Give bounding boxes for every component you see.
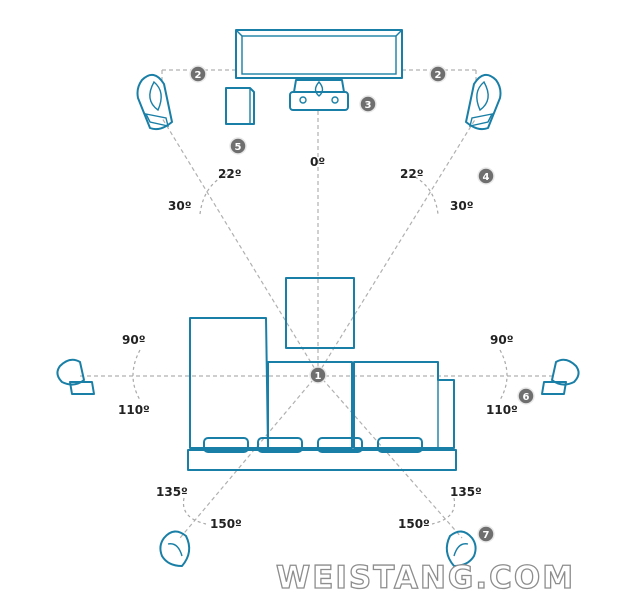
badge-front-right-label: 2 [435, 70, 442, 81]
rear-right-speaker [445, 530, 477, 567]
sofa [187, 317, 457, 471]
badge-surround: 6 [517, 387, 535, 405]
angle-label-side-right-top: 90º [490, 333, 514, 347]
badge-rear-label: 7 [483, 530, 490, 541]
arc-rear-left [182, 497, 207, 525]
badge-subwoofer-label: 5 [235, 142, 242, 153]
angle-label-side-left-bottom: 110º [118, 403, 150, 417]
angle-label-front-center: 0º [310, 155, 325, 169]
badge-front-left-label: 2 [195, 70, 202, 81]
angle-label-side-left-top: 90º [122, 333, 146, 347]
guide-front-right [317, 117, 477, 375]
center-speaker [289, 79, 349, 111]
badge-front-angle-marker: 4 [477, 167, 495, 185]
angle-label-rear-left-bottom: 150º [210, 517, 242, 531]
badge-listening-position: 1 [309, 366, 327, 384]
badge-center-label: 3 [365, 100, 372, 111]
front-left-speaker [136, 73, 173, 131]
angle-label-side-right-bottom: 110º [486, 403, 518, 417]
coffee-table [285, 277, 355, 349]
right-surround-speaker [541, 358, 580, 395]
angle-label-rear-right-bottom: 150º [398, 517, 430, 531]
arc-rear-right [431, 497, 456, 525]
angle-label-rear-right-top: 135º [450, 485, 482, 499]
angle-label-front-right-outer: 30º [450, 199, 474, 213]
front-right-speaker [465, 73, 502, 131]
badge-front-left: 2 [189, 65, 207, 83]
guide-front-left [161, 117, 319, 375]
tv-screen [235, 29, 403, 79]
angle-label-front-left-inner: 22º [218, 167, 242, 181]
badge-surround-label: 6 [523, 392, 530, 403]
left-surround-speaker [56, 358, 95, 395]
angle-arcs [132, 171, 508, 525]
badge-rear: 7 [477, 525, 495, 543]
subwoofer [225, 87, 255, 125]
rear-left-speaker [159, 530, 191, 567]
guide-rear-right [317, 373, 463, 539]
arc-side-right [499, 349, 508, 401]
badge-subwoofer: 5 [229, 137, 247, 155]
guide-rear-left [179, 373, 319, 539]
badge-front-right: 2 [429, 65, 447, 83]
watermark-text: WEISTANG.COM [276, 560, 575, 596]
guide-lines [80, 69, 556, 539]
badge-front-angle-marker-label: 4 [483, 172, 490, 183]
badge-center: 3 [359, 95, 377, 113]
angle-label-front-right-inner: 22º [400, 167, 424, 181]
angle-label-rear-left-top: 135º [156, 485, 188, 499]
arc-side-left [132, 349, 141, 401]
angle-label-front-left-outer: 30º [168, 199, 192, 213]
badge-listening-position-label: 1 [315, 371, 322, 382]
